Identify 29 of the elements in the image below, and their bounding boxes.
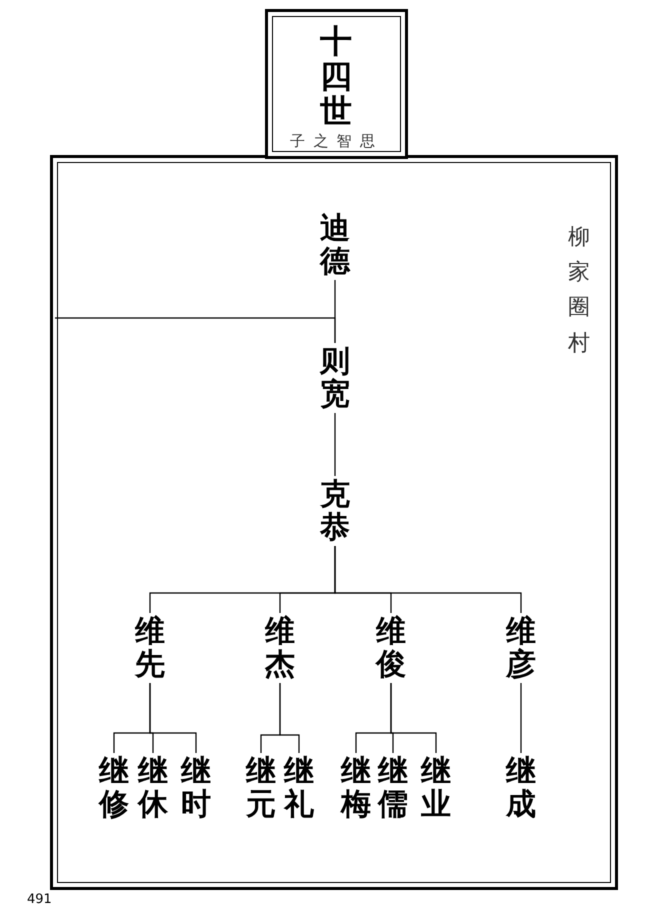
person-name: 继梅 (341, 755, 371, 821)
lineage-line (334, 413, 336, 476)
person-name: 继儒 (378, 755, 408, 821)
person-name: 克恭 (320, 478, 350, 544)
person-name: 维俊 (376, 615, 406, 681)
person-name: 继修 (99, 755, 129, 821)
person-name: 继成 (506, 755, 536, 821)
lineage-line (390, 683, 437, 753)
person-name: 维杰 (265, 615, 295, 681)
person-name: 继礼 (284, 755, 314, 821)
lineage-line (279, 683, 300, 753)
person-name: 则宽 (320, 345, 350, 411)
person-name: 维彦 (506, 615, 536, 681)
lineage-line (334, 280, 336, 343)
person-name: 继休 (138, 755, 168, 821)
ancestor-note: 子之智思 (289, 132, 384, 151)
person-name: 继元 (246, 755, 276, 821)
person-name: 维先 (135, 615, 165, 681)
lineage-line (334, 546, 522, 613)
village-name: 柳家圈村 (568, 224, 590, 358)
person-name: 继时 (181, 755, 211, 821)
lineage-line (149, 683, 197, 753)
page-number: 491 (27, 892, 52, 907)
generation-box (265, 9, 408, 159)
page-frame (50, 155, 618, 890)
person-name: 继业 (421, 755, 451, 821)
person-name: 迪德 (320, 212, 350, 278)
generation-title: 十四世 (320, 24, 352, 130)
lineage-line (520, 683, 522, 753)
